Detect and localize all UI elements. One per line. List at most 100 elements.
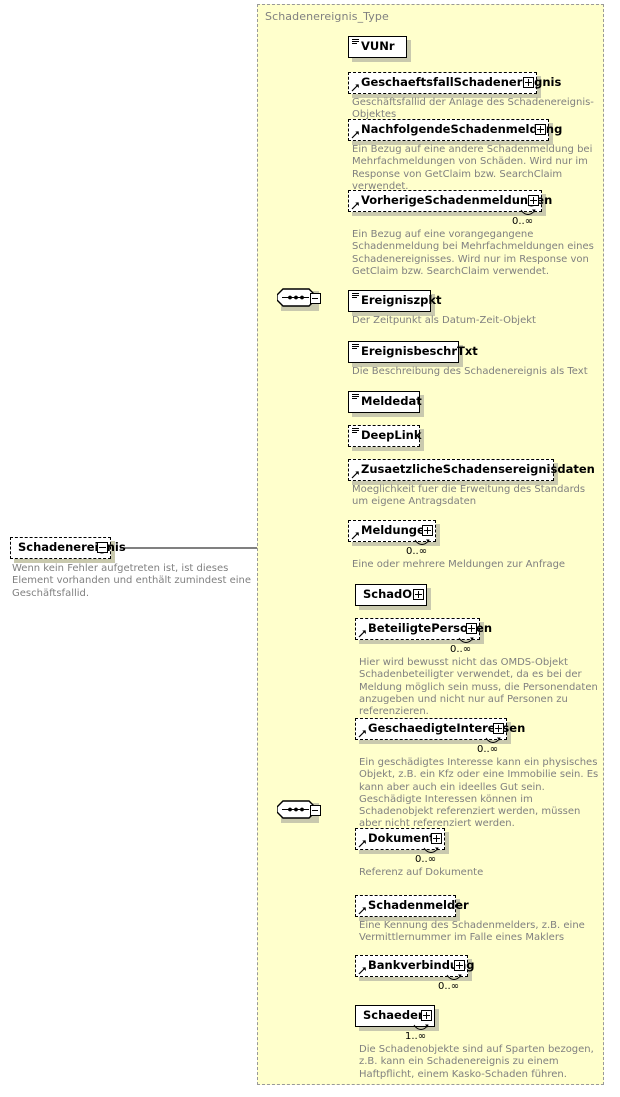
element-description-schadenmelder: Eine Kennung des Schadenmelders, z.B. ei… [359, 920, 585, 944]
sequence-compositor-2[interactable] [277, 799, 323, 823]
element-node-deeplink[interactable]: DeepLink [348, 425, 424, 451]
element-node-geschaedigteinteressen[interactable]: GeschaedigteInteressen [355, 718, 525, 744]
node-box: VorherigeSchadenmeldungen [348, 190, 552, 212]
collapse-toggle-root[interactable] [97, 542, 108, 553]
occurrence-label-bankverbindung: 0..∞ [438, 981, 460, 992]
node-box: Meldedat [348, 391, 422, 413]
element-node-schadenmelder[interactable]: Schadenmelder [355, 895, 469, 921]
element-node-vorherige[interactable]: VorherigeSchadenmeldungen [348, 190, 552, 216]
text-lines-icon [352, 39, 359, 46]
element-node-schaeden[interactable]: Schaeden [355, 1005, 439, 1031]
occurrence-label-beteiligtepersonen: 0..∞ [450, 644, 472, 655]
element-label-vorherige: VorherigeSchadenmeldungen [361, 193, 553, 208]
repeat-indicator-icon [458, 637, 474, 643]
reference-arrow-icon [351, 532, 359, 540]
node-box: Bankverbindung [355, 955, 475, 977]
element-label-meldedat: Meldedat [361, 394, 422, 409]
expand-toggle-geschaedigteinteressen[interactable] [493, 723, 504, 734]
text-lines-icon [352, 293, 359, 300]
reference-arrow-icon [351, 202, 359, 210]
reference-arrow-icon [358, 840, 366, 848]
expand-toggle-schaeden[interactable] [421, 1010, 432, 1021]
element-label-geschaeftsfall: GeschaeftsfallSchadenereignis [361, 75, 562, 90]
reference-arrow-icon [358, 730, 366, 738]
element-label-ereignisbeschrtxt: EreignisbeschrTxt [361, 344, 478, 359]
node-box: DeepLink [348, 425, 421, 447]
element-description-vorherige: Ein Bezug auf eine vorangegangene Schade… [352, 229, 594, 277]
sequence-compositor-1[interactable] [277, 287, 323, 311]
element-node-schadort[interactable]: SchadOrt [355, 584, 431, 610]
element-label-schaeden: Schaeden [363, 1008, 427, 1023]
element-label-ereigniszpkt: Ereigniszpkt [361, 293, 442, 308]
node-box: Schadenereignis [10, 537, 126, 559]
text-lines-icon [352, 344, 359, 351]
occurrence-label-vorherige: 0..∞ [512, 216, 534, 227]
text-lines-icon [352, 428, 359, 435]
occurrence-label-dokumente: 0..∞ [415, 854, 437, 865]
occurrence-label-meldungen: 0..∞ [406, 546, 428, 557]
repeat-indicator-icon [485, 737, 501, 743]
text-lines-icon [352, 394, 359, 401]
element-label-nachfolgende: NachfolgendeSchadenmeldung [361, 122, 563, 137]
node-box: BeteiligtePersonen [355, 618, 492, 640]
node-box: GeschaedigteInteressen [355, 718, 525, 740]
node-box: EreignisbeschrTxt [348, 341, 478, 363]
element-node-vunr[interactable]: VUNr [348, 36, 411, 62]
node-box: Schaeden [355, 1005, 435, 1027]
element-label-geschaedigteinteressen: GeschaedigteInteressen [368, 721, 526, 736]
element-node-geschaeftsfall[interactable]: GeschaeftsfallSchadenereignis [348, 72, 561, 98]
element-node-ereigniszpkt[interactable]: Ereigniszpkt [348, 290, 442, 316]
expand-toggle-nachfolgende[interactable] [535, 124, 546, 135]
element-label-zusaetzliche: ZusaetzlicheSchadensereignisdaten [361, 462, 595, 477]
repeat-indicator-icon [414, 539, 430, 545]
reference-arrow-icon [358, 907, 366, 915]
node-box: Dokumente [355, 828, 445, 850]
element-node-beteiligtepersonen[interactable]: BeteiligtePersonen [355, 618, 492, 644]
repeat-indicator-icon [520, 209, 536, 215]
element-description-meldungen: Eine oder mehrere Meldungen zur Anfrage [352, 559, 566, 570]
element-label-deeplink: DeepLink [361, 428, 422, 443]
reference-arrow-icon [351, 131, 359, 139]
element-node-zusaetzliche[interactable]: ZusaetzlicheSchadensereignisdaten [348, 459, 595, 485]
reference-arrow-icon [358, 630, 366, 638]
expand-toggle-beteiligtepersonen[interactable] [466, 623, 477, 634]
element-node-meldungen[interactable]: Meldungen [348, 520, 440, 546]
node-box: VUNr [348, 36, 407, 58]
reference-arrow-icon [358, 967, 366, 975]
root-element-schadenereignis[interactable]: Schadenereignis [10, 537, 126, 563]
expand-toggle-bankverbindung[interactable] [454, 960, 465, 971]
expand-toggle-geschaeftsfall[interactable] [523, 77, 534, 88]
element-node-dokumente[interactable]: Dokumente [355, 828, 449, 854]
expand-toggle-meldungen[interactable] [422, 525, 433, 536]
element-label-vunr: VUNr [361, 39, 395, 54]
element-label-schadort: SchadOrt [363, 587, 424, 602]
element-label-meldungen: Meldungen [361, 523, 434, 538]
reference-arrow-icon [351, 471, 359, 479]
collapse-toggle-sequence-1[interactable] [310, 293, 321, 304]
node-box: NachfolgendeSchadenmeldung [348, 119, 562, 141]
repeat-indicator-icon [446, 974, 462, 980]
element-description-dokumente: Referenz auf Dokumente [359, 867, 484, 878]
expand-toggle-dokumente[interactable] [431, 833, 442, 844]
node-box: SchadOrt [355, 584, 427, 606]
node-box: Schadenmelder [355, 895, 469, 917]
repeat-indicator-icon [423, 847, 439, 853]
element-description-nachfolgende: Ein Bezug auf eine andere Schadenmeldung… [352, 144, 593, 192]
expand-toggle-schadort[interactable] [413, 589, 424, 600]
collapse-toggle-sequence-2[interactable] [310, 805, 321, 816]
element-description-ereigniszpkt: Der Zeitpunkt als Datum-Zeit-Objekt [352, 315, 536, 326]
complex-type-title: Schadenereignis_Type [265, 10, 389, 23]
element-node-bankverbindung[interactable]: Bankverbindung [355, 955, 475, 981]
node-box: Meldungen [348, 520, 436, 542]
expand-toggle-vorherige[interactable] [528, 195, 539, 206]
element-description-zusaetzliche: Moeglichkeit fuer die Erweitung des Stan… [352, 484, 586, 508]
element-description-geschaedigteinteressen: Ein geschädigtes Interesse kann ein phys… [359, 757, 599, 830]
element-description-geschaeftsfall: Geschäftsfallid der Anlage des Schadener… [352, 97, 594, 121]
element-label-dokumente: Dokumente [368, 831, 443, 846]
element-node-nachfolgende[interactable]: NachfolgendeSchadenmeldung [348, 119, 562, 145]
element-node-ereignisbeschrtxt[interactable]: EreignisbeschrTxt [348, 341, 478, 367]
element-description-schaeden: Die Schadenobjekte sind auf Sparten bezo… [359, 1044, 594, 1080]
root-element-label: Schadenereignis [18, 540, 126, 555]
element-node-meldedat[interactable]: Meldedat [348, 391, 424, 417]
